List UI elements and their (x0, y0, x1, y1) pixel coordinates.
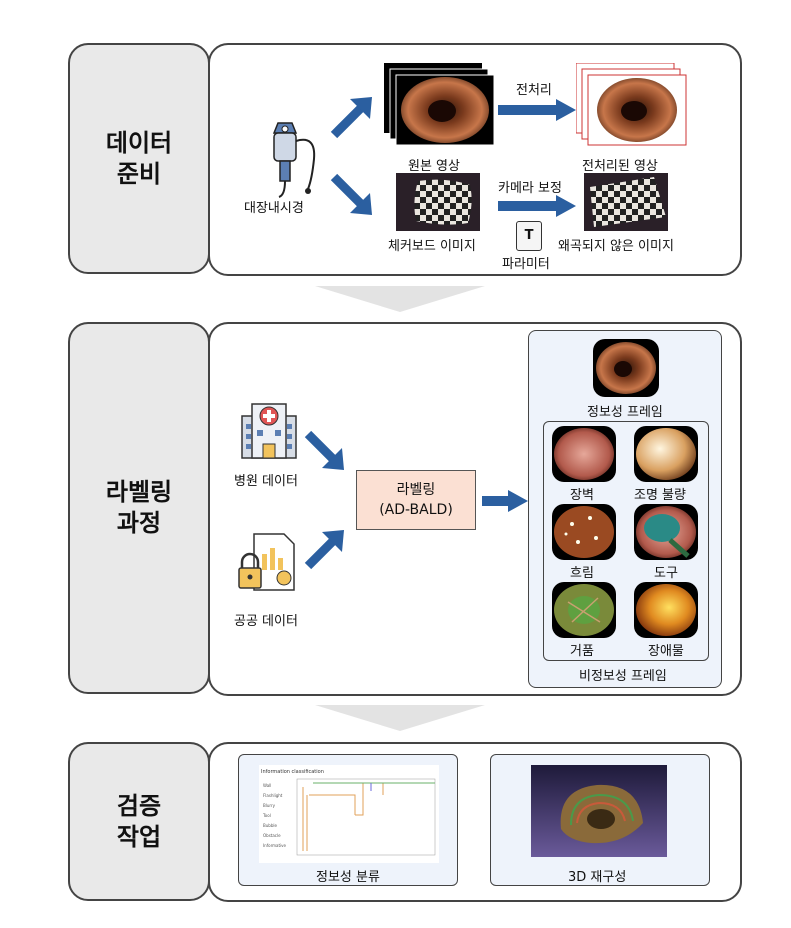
raw-video-label: 원본 영상 (408, 159, 460, 174)
informative-frame-label: 정보성 프레임 (587, 405, 663, 420)
wall-frame-image (552, 426, 616, 482)
stage-data-prep: 데이터 준비 (68, 43, 210, 274)
labeling-panel: 병원 데이터 공공 데이터 라벨링 (AD-BALD) 정보성 (208, 322, 742, 696)
chart-row-label: Tool (262, 813, 271, 818)
hospital-icon (241, 403, 297, 459)
arrow-up-right-icon (304, 530, 344, 570)
non-informative-label: 비정보성 프레임 (579, 669, 667, 684)
class-label: 장벽 (570, 488, 594, 503)
labeling-method: (AD-BALD) (379, 502, 453, 518)
flow-connector (315, 705, 485, 731)
informative-frame-image (593, 339, 659, 397)
stage-verification: 검증 작업 (68, 742, 210, 901)
class-label: 도구 (654, 566, 678, 581)
arrow-right-icon (498, 195, 576, 217)
preprocess-label: 전처리 (516, 83, 552, 98)
arrow-down-right-icon (304, 430, 344, 470)
arrow-right-icon (482, 490, 528, 512)
preprocessed-video-label: 전처리된 영상 (582, 159, 658, 174)
reconstruction-label: 3D 재구성 (568, 870, 627, 885)
chart-row-label: Obstacle (263, 833, 281, 838)
non-informative-panel: 장벽 조명 불량 흐림 도구 거품 장애물 (543, 421, 709, 661)
parameter-label: 파라미터 (502, 257, 550, 272)
parameter-file-icon: T (516, 221, 542, 251)
chart-row-label: Bubble (263, 823, 277, 828)
public-data-label: 공공 데이터 (234, 614, 298, 629)
stage-title: 데이터 준비 (105, 128, 173, 188)
checkerboard-label: 체커보드 이미지 (388, 239, 476, 254)
undistorted-label: 왜곡되지 않은 이미지 (558, 239, 674, 254)
stage-title: 라벨링 과정 (105, 478, 173, 537)
labeling-title: 라벨링 (396, 482, 436, 498)
preprocessed-video-image (576, 63, 687, 146)
frame-results-panel: 정보성 프레임 장벽 조명 불량 흐림 도구 거품 (528, 330, 722, 688)
class-label: 조명 불량 (634, 488, 686, 503)
classification-label: 정보성 분류 (316, 870, 380, 885)
endoscope-label: 대장내시경 (244, 201, 304, 216)
arrow-up-icon (330, 97, 372, 139)
raw-video-image (384, 63, 495, 146)
undistorted-image (584, 173, 668, 231)
checkerboard-image (396, 173, 480, 231)
class-label: 거품 (570, 644, 594, 659)
calibration-label: 카메라 보정 (498, 181, 562, 196)
class-label: 장애물 (648, 644, 684, 659)
arrow-down-icon (330, 173, 372, 215)
chart-row-label: Informative (263, 843, 287, 848)
data-prep-panel: 대장내시경 원본 영상 전처리 전처리된 영상 체커보드 이미지 카메라 보정 (208, 43, 742, 276)
stage-labeling: 라벨링 과정 (68, 322, 210, 694)
reconstruction-render (531, 765, 667, 857)
flow-connector (315, 286, 485, 312)
reconstruction-card (490, 754, 710, 886)
blurry-frame-image (552, 504, 616, 560)
class-label: 흐림 (570, 566, 594, 581)
chart-row-label: Wall (263, 783, 271, 788)
chart-row-label: Flashlight (263, 793, 283, 798)
chart-row-label: Blurry (263, 803, 276, 808)
stage-title: 검증 작업 (116, 791, 162, 851)
parameter-file-glyph: T (524, 228, 534, 243)
public-data-icon (238, 533, 295, 591)
obstacle-frame-image (634, 582, 698, 638)
classification-chart: Information classification WallFlashligh… (259, 765, 439, 863)
chart-title: Information classification (261, 769, 324, 775)
endoscope-icon (272, 122, 316, 198)
tool-frame-image (634, 504, 698, 560)
bubble-frame-image (552, 582, 616, 638)
labeling-box: 라벨링 (AD-BALD) (356, 470, 476, 530)
hospital-label: 병원 데이터 (234, 474, 298, 489)
arrow-right-icon (498, 99, 576, 121)
poor-lighting-frame-image (634, 426, 698, 482)
